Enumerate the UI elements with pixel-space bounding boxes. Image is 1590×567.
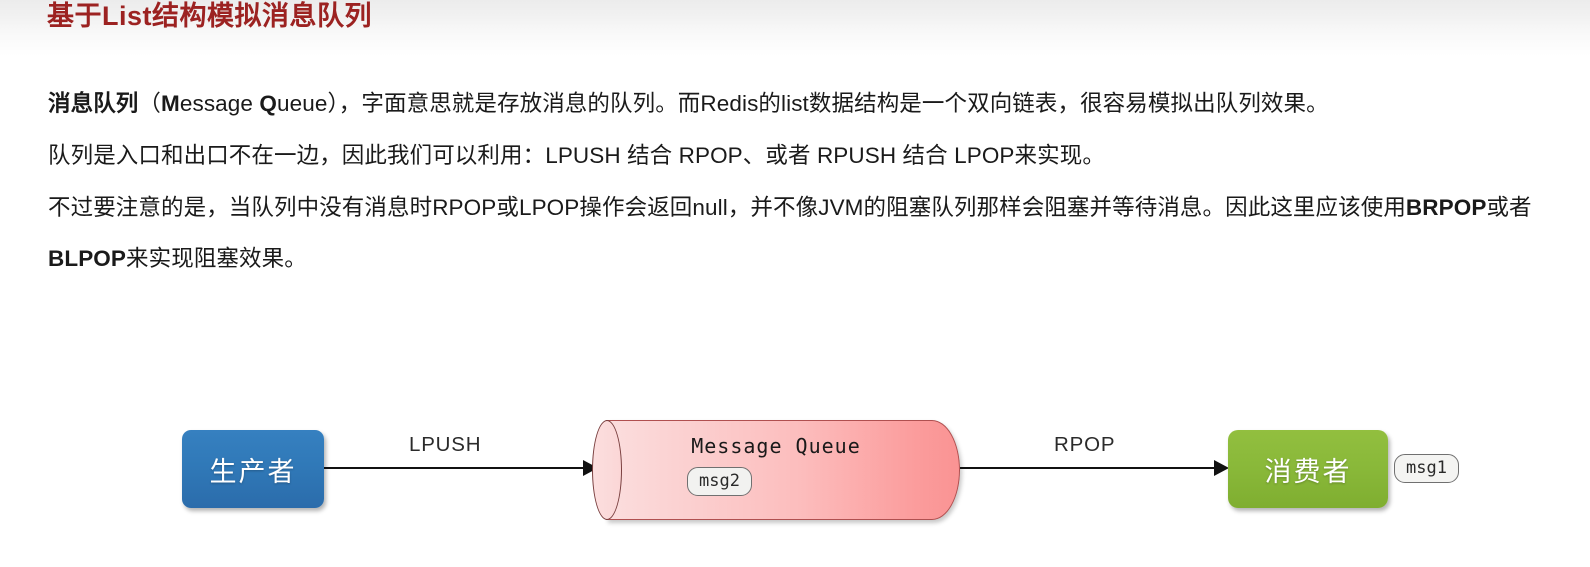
producer-node: 生产者: [182, 430, 324, 508]
rpop-arrow-line: [960, 467, 1222, 470]
text-run: 队列是入口和出口不在一边，因此我们可以利用：LPUSH 结合 RPOP、或者 R…: [48, 143, 1105, 168]
text-run: M: [161, 91, 180, 116]
page-title: 基于List结构模拟消息队列: [47, 1, 373, 31]
consumer-node: 消费者: [1228, 430, 1388, 508]
paragraph-3: 不过要注意的是，当队列中没有消息时RPOP或LPOP操作会返回null，并不像J…: [48, 182, 1548, 284]
queue-title: Message Queue: [691, 434, 861, 458]
text-run: 消息队列: [48, 91, 139, 116]
text-run: ueue），字面意思就是存放消息的队列。而Redis的list数据结构是一个双向…: [276, 91, 1329, 116]
text-run: 来实现阻塞效果。: [126, 246, 307, 271]
text-run: （: [138, 91, 162, 116]
lpush-arrow-line: [324, 467, 586, 470]
consumer-message-badge: msg1: [1394, 454, 1459, 483]
paragraph-2: 队列是入口和出口不在一边，因此我们可以利用：LPUSH 结合 RPOP、或者 R…: [48, 130, 1548, 181]
text-run: BLPOP: [48, 246, 127, 271]
text-run: 或者: [1486, 195, 1532, 220]
text-run: 不过要注意的是，当队列中没有消息时RPOP或LPOP操作会返回null，并不像J…: [48, 195, 1406, 220]
message-queue-cylinder: Message Queue msg2: [592, 420, 960, 520]
text-run: essage: [179, 91, 260, 116]
queue-left-cap: [592, 420, 622, 520]
queue-body: [606, 420, 960, 520]
rpop-arrow-label: RPOP: [1054, 433, 1116, 456]
consumer-label: 消费者: [1264, 456, 1352, 487]
text-run: BRPOP: [1405, 195, 1487, 220]
message-queue-diagram: 生产者 LPUSH Message Queue msg2 RPOP 消费者 ms…: [0, 380, 1590, 567]
rpop-arrow-head-icon: [1214, 460, 1229, 476]
paragraph-1: 消息队列（Message Queue），字面意思就是存放消息的队列。而Redis…: [48, 78, 1548, 129]
lpush-arrow-label: LPUSH: [409, 433, 482, 456]
queue-message-badge: msg2: [687, 467, 752, 496]
article-body: 消息队列（Message Queue），字面意思就是存放消息的队列。而Redis…: [48, 78, 1548, 284]
producer-label: 生产者: [209, 456, 297, 487]
text-run: Q: [259, 91, 277, 116]
